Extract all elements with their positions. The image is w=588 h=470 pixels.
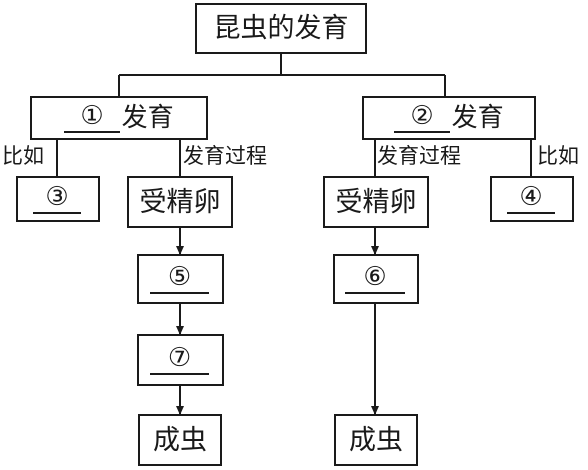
left-process-label: 发育过程	[183, 144, 267, 168]
left-stage-egg-label: 受精卵	[139, 186, 221, 218]
left-stage-adult-label: 成虫	[153, 424, 207, 456]
left-type-suffix: 发育	[121, 103, 174, 133]
right-example-node: ④	[490, 176, 574, 222]
left-example-label: 比如	[2, 144, 44, 168]
right-type-suffix: 发育	[451, 103, 504, 133]
answer-blank-1: ①	[64, 102, 120, 134]
right-stage-adult: 成虫	[334, 414, 418, 466]
right-stage-egg: 受精卵	[323, 176, 429, 228]
answer-blank-2: ②	[394, 102, 450, 134]
answer-blank-7: ⑦	[149, 344, 210, 376]
root-label: 昆虫的发育	[213, 13, 349, 44]
left-stage-egg: 受精卵	[127, 176, 233, 228]
left-stage-5: ⑤	[137, 254, 224, 304]
right-stage-6: ⑥	[333, 254, 419, 304]
right-example-label: 比如	[537, 144, 579, 168]
root-node: 昆虫的发育	[195, 3, 367, 54]
left-stage-7: ⑦	[137, 334, 224, 386]
right-stage-adult-label: 成虫	[349, 424, 403, 456]
right-type-node: ② 发育	[362, 96, 536, 140]
answer-blank-5: ⑤	[149, 263, 210, 295]
answer-blank-4: ④	[507, 183, 555, 215]
right-stage-egg-label: 受精卵	[335, 186, 417, 218]
left-type-node: ① 发育	[30, 96, 208, 140]
left-stage-adult: 成虫	[138, 414, 222, 466]
answer-blank-6: ⑥	[345, 263, 405, 295]
right-process-label: 发育过程	[377, 144, 461, 168]
left-example-node: ③	[16, 176, 100, 222]
answer-blank-3: ③	[33, 183, 81, 215]
